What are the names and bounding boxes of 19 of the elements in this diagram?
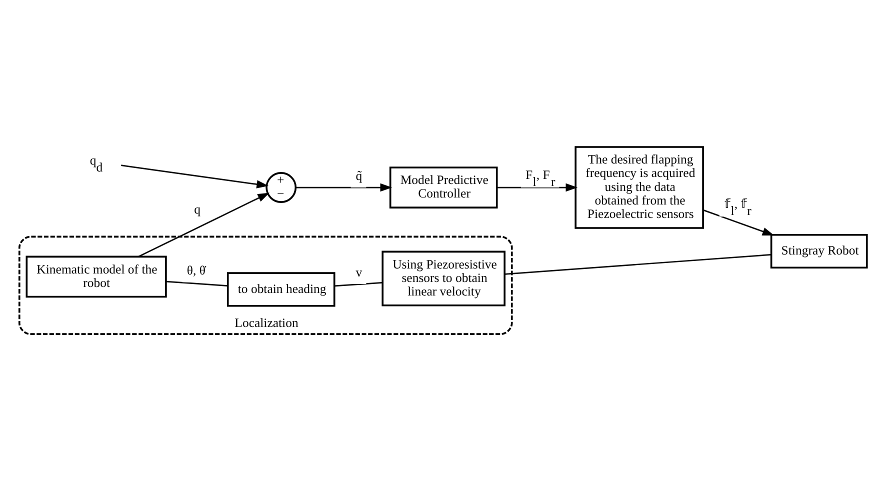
edge-label: q̃ bbox=[356, 168, 362, 182]
node-circle: + − bbox=[266, 172, 297, 202]
node-box: The desired flapping frequency is acquired using the data obtained from the Piezoelectric sensors bbox=[574, 146, 704, 228]
arrow bbox=[496, 182, 578, 192]
node-box: Model Predictive Controller bbox=[389, 166, 498, 208]
edge-label: θ, θ̇ bbox=[186, 263, 206, 278]
node-box: Stingray Robot bbox=[770, 233, 868, 268]
node-box: Kinematic model of the robot bbox=[26, 255, 167, 298]
edge-label: q bbox=[194, 202, 201, 216]
edge-label: v bbox=[356, 264, 362, 279]
node-box: to obtain heading bbox=[226, 272, 336, 306]
connector bbox=[334, 281, 382, 286]
arrow bbox=[296, 182, 392, 192]
connector bbox=[166, 280, 228, 286]
arrow bbox=[138, 192, 270, 257]
connector bbox=[504, 254, 772, 274]
arrow bbox=[121, 164, 269, 188]
node-box: Using Piezoresistive sensors to obtain linear velocity bbox=[382, 250, 506, 306]
arrow bbox=[703, 208, 774, 236]
